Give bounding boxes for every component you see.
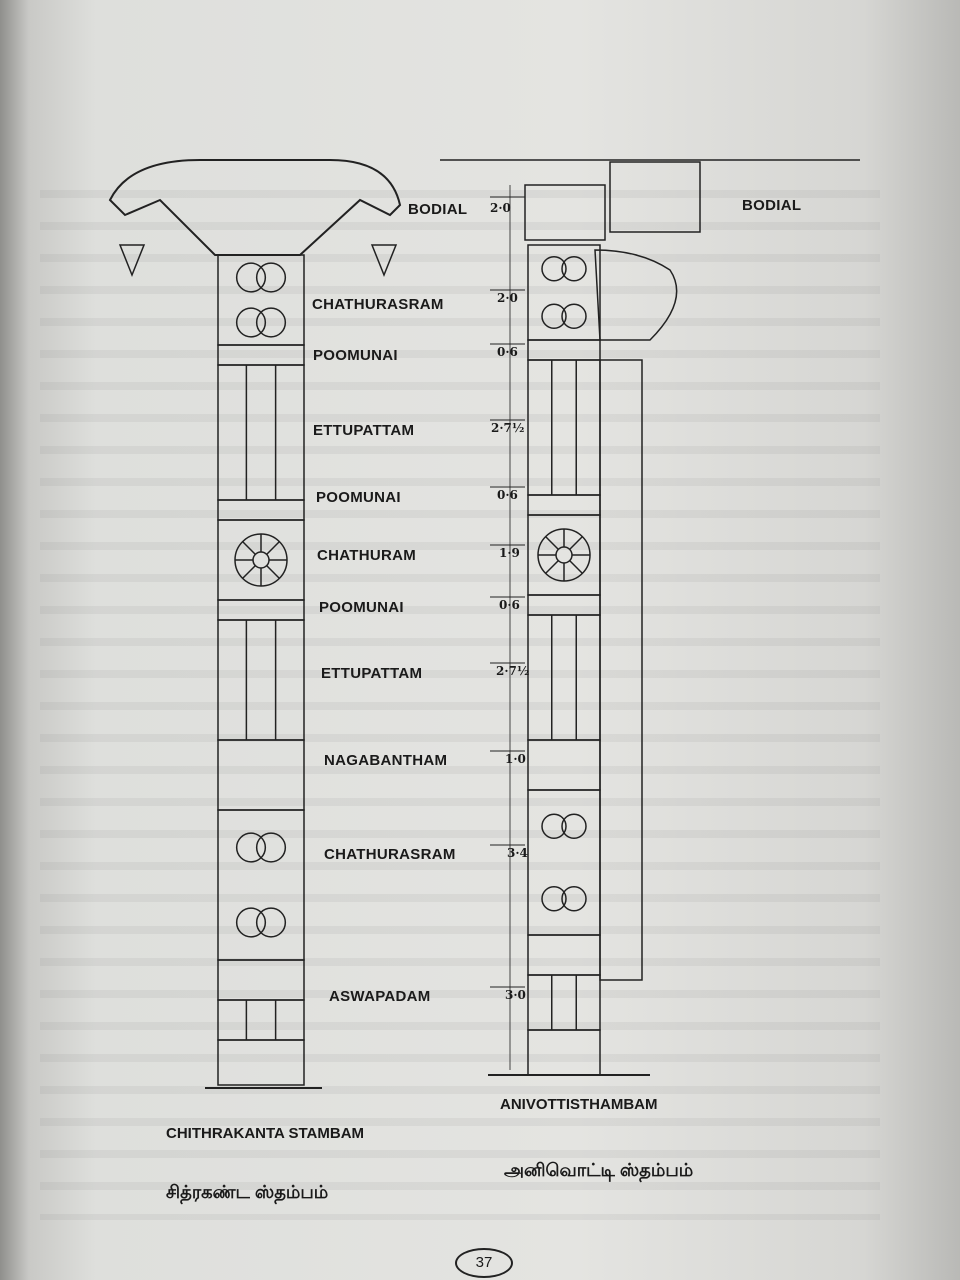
right-pillar-petal [545,560,559,574]
left-pillar-petal [266,565,280,579]
left-pillar-segment [217,344,305,366]
dimension: 2·0 [497,291,518,305]
pendant-drop [370,244,398,278]
left-pillar-lotus-center [252,551,270,569]
left-pillar-scroll-carving [255,832,287,863]
caption-left: CHITHRAKANTA STAMBAM [166,1125,365,1142]
right-pillar-scroll-carving [561,886,587,912]
right-pillar-segment [527,739,601,791]
left-pillar-petal [242,541,256,555]
left-pillar-segment [217,809,305,961]
right-pillar-segment [527,789,601,936]
left-pillar-scroll-carving [235,307,267,338]
label-bodial-right: BODIAL [742,197,802,214]
left-pillar-segment [217,1039,305,1086]
right-pillar-segment [527,359,601,496]
dimension: 2·7½ [491,421,525,435]
naga-bracket [594,249,678,341]
left-pillar-segment [217,519,305,601]
left-pillar-segment [217,364,305,501]
caption-left-tamil: சித்ரகண்ட ஸ்தம்பம் [166,1182,329,1202]
right-pillar-scroll-carving [541,886,567,912]
dimension: 0·6 [497,345,518,359]
left-pillar-segment [217,499,305,521]
dimension: 2·0 [490,201,511,215]
label-nagabantham: NAGABANTHAM [324,752,448,769]
right-pillar-segment [527,594,601,616]
right-pillar-scroll-carving [561,256,587,282]
left-pillar-segment [217,619,305,741]
right-pillar-petal [545,536,559,550]
label-poomunai: POOMUNAI [313,347,398,364]
dimension: 0·6 [497,488,518,502]
caption-right: ANIVOTTISTHAMBAM [500,1096,658,1113]
right-pillar-petal [569,536,583,550]
left-pillar-scroll-carving [255,907,287,938]
label-chathuram: CHATHURAM [317,547,417,564]
dimension: 3·0 [505,988,526,1002]
right-pillar-lotus-center [555,546,573,564]
left-pillar-scroll-carving [235,907,267,938]
label-poomunai: POOMUNAI [319,599,404,616]
label-ettupattam: ETTUPATTAM [321,665,423,682]
label-poomunai: POOMUNAI [316,489,401,506]
label-aswapadam: ASWAPADAM [329,988,431,1005]
right-pillar-petal [569,560,583,574]
left-pillar-segment [217,739,305,811]
dimension: 0·6 [499,598,520,612]
side-pilaster [599,359,643,981]
right-pillar-scroll-carving [561,303,587,329]
label-chathurasram: CHATHURASRAM [324,846,456,863]
left-pillar-segment [217,999,305,1041]
right-pillar-segment [527,1029,601,1076]
left-pillar-segment [217,599,305,621]
right-pillar-scroll-carving [561,813,587,839]
bodial-bracket [108,159,402,256]
right-capital [524,184,606,241]
left-pillar-segment [217,254,305,346]
page-number: 37 [455,1248,513,1278]
right-pillar-segment [527,244,601,341]
left-pillar-scroll-carving [255,307,287,338]
right-pillar-segment [527,494,601,516]
right-pillar-segment [527,974,601,1031]
dimension: 2·7½ [496,664,530,678]
label-ettupattam: ETTUPATTAM [313,422,415,439]
bodial-block [609,161,701,233]
left-pillar-scroll-carving [235,262,267,293]
right-pillar-scroll-carving [541,256,567,282]
right-pillar-scroll-carving [541,813,567,839]
dimension: 1·9 [499,546,520,560]
background-text-bleed [40,190,880,1220]
caption-right-tamil: அனிவொட்டி ஸ்தம்பம் [504,1160,694,1180]
label-bodial: BODIAL [408,201,468,218]
left-pillar-scroll-carving [235,832,267,863]
left-pillar-petal [242,565,256,579]
dimension: 3·4 [507,846,528,860]
left-pillar-scroll-carving [255,262,287,293]
label-chathurasram: CHATHURASRAM [312,296,444,313]
pendant-drop [118,244,146,278]
right-pillar-scroll-carving [541,303,567,329]
right-pillar-segment [527,934,601,976]
dimension: 1·0 [505,752,526,766]
right-pillar-segment [527,339,601,361]
left-pillar-petal [266,541,280,555]
left-pillar-segment [217,959,305,1001]
right-pillar-segment [527,614,601,741]
